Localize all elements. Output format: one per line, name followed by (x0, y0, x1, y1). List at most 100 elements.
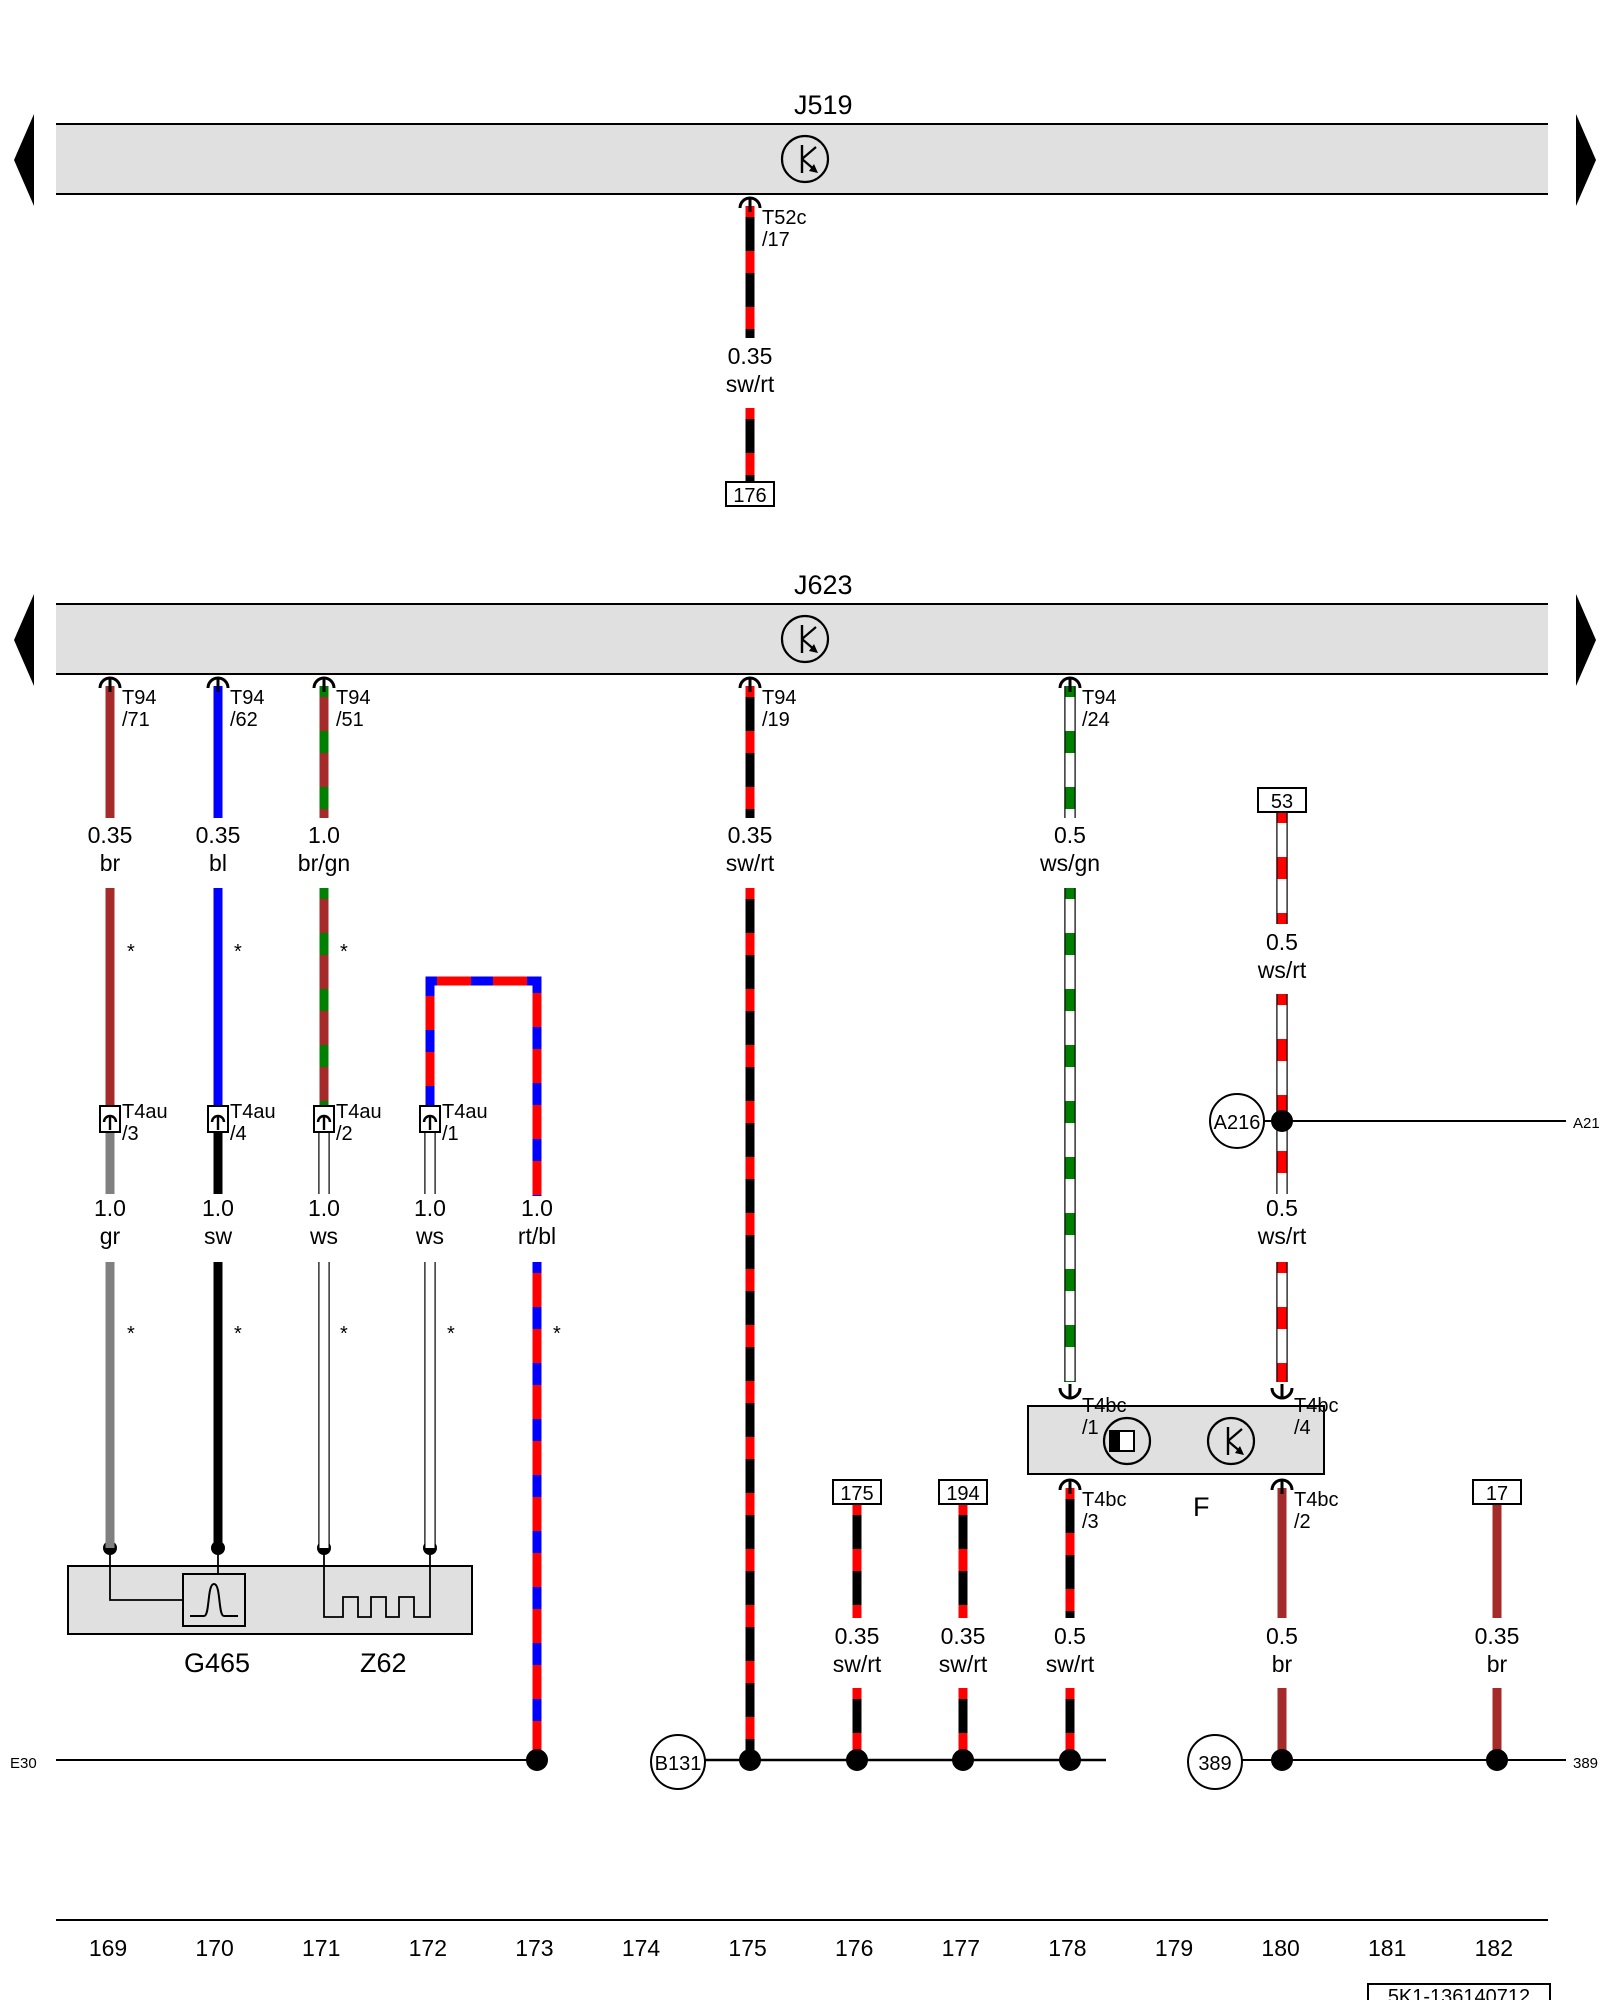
edge-label-e30: E30 (10, 1755, 37, 1772)
connector-name: T4bc (1082, 1489, 1126, 1511)
j519-label: J519 (794, 90, 853, 120)
connector-name: T94 (230, 687, 264, 709)
wire-color-label: ws (415, 1223, 444, 1249)
wire-color-label: sw/rt (1046, 1651, 1095, 1677)
asterisk-note: * (234, 1323, 242, 1345)
connector-name: T52c (762, 207, 806, 229)
f-component: F (1027, 1405, 1325, 1522)
connector-pin: /24 (1082, 709, 1110, 731)
wire-color-label: gr (100, 1223, 121, 1249)
wire-gauge-label: 0.5 (1054, 822, 1086, 848)
track-number: 169 (89, 1935, 127, 1961)
track-number: 181 (1368, 1935, 1406, 1961)
connector-name: T4au (122, 1101, 168, 1123)
reference-number: 176 (733, 485, 766, 507)
connector-t94-62: T94/62 (206, 676, 264, 731)
connector-name: T4au (230, 1101, 276, 1123)
wire-gauge-label: 1.0 (94, 1195, 126, 1221)
ground-lines (56, 1110, 1566, 1771)
connector-t4bc-4: T4bc/4 (1270, 1384, 1338, 1439)
wire-color-label: sw/rt (726, 850, 775, 876)
reference-box-53: 53 (1257, 787, 1307, 813)
wire-gauge-label: 1.0 (202, 1195, 234, 1221)
wire-color-label: ws/rt (1257, 957, 1307, 983)
reference-number: 175 (840, 1483, 873, 1505)
track-number: 176 (835, 1935, 873, 1961)
wire-gauge-label: 0.35 (835, 1623, 880, 1649)
splice-point (952, 1749, 974, 1771)
wire-color-label: ws (309, 1223, 338, 1249)
connector-t4au-1: T4au/1 (419, 1101, 488, 1145)
wire-gauge-label: 0.5 (1054, 1623, 1086, 1649)
connector-pin: /4 (1294, 1417, 1311, 1439)
document-id: 5K1-136140712 (1388, 1986, 1530, 2000)
wire-gauge-label: 0.35 (1475, 1623, 1520, 1649)
wire-gauge-label: 0.5 (1266, 1623, 1298, 1649)
edge-label-a216: A216 (1573, 1115, 1600, 1132)
wire-gauge-label: 0.35 (728, 343, 773, 369)
wire-gauge-label: 0.35 (88, 822, 133, 848)
track-number: 177 (942, 1935, 980, 1961)
wires-layer (105, 206, 1502, 1760)
connector-name: T94 (336, 687, 370, 709)
connector-pin: /2 (1294, 1511, 1311, 1533)
reference-box-17: 17 (1472, 1479, 1522, 1505)
z62-label: Z62 (360, 1648, 407, 1678)
connector-t52c: T52c/17 (738, 196, 806, 251)
splice-point (526, 1749, 548, 1771)
connector-t4au-3: T4au/3 (99, 1101, 168, 1145)
track-number: 179 (1155, 1935, 1193, 1961)
asterisk-note: * (553, 1323, 561, 1345)
wire-gauge-label: 0.35 (941, 1623, 986, 1649)
node-389: 389 (1187, 1734, 1243, 1790)
node-389-label: 389 (1198, 1753, 1231, 1775)
wire-gauge-label: 1.0 (308, 1195, 340, 1221)
f-label: F (1193, 1492, 1210, 1522)
connector-pin: /17 (762, 229, 790, 251)
connector-t4au-2: T4au/2 (313, 1101, 382, 1145)
connector-t4au-4: T4au/4 (207, 1101, 276, 1145)
asterisk-note: * (340, 941, 348, 963)
wire-color-label: br/gn (298, 850, 350, 876)
track-number: 182 (1475, 1935, 1513, 1961)
a216-node: A216 (1209, 1093, 1265, 1149)
track-number: 178 (1048, 1935, 1086, 1961)
wire-gauge-label: 1.0 (414, 1195, 446, 1221)
connector-pin: /3 (1082, 1511, 1099, 1533)
continue-left-arrow-icon (14, 114, 34, 206)
b131-node: B131 (650, 1734, 706, 1790)
wire-color-label: sw/rt (726, 371, 775, 397)
continue-right-arrow-icon (1576, 594, 1596, 686)
connector-t94-51: T94/51 (312, 676, 370, 731)
connector-pin: /62 (230, 709, 258, 731)
wire-color-label: rt/bl (518, 1223, 556, 1249)
connector-pin: /3 (122, 1123, 139, 1145)
connector-name: T4bc (1294, 1489, 1338, 1511)
reference-number: 53 (1271, 791, 1293, 813)
track-number: 170 (195, 1935, 233, 1961)
heater-element-icon (323, 1548, 431, 1618)
asterisk-note: * (127, 941, 135, 963)
connector-name: T94 (122, 687, 156, 709)
wire-color-label: sw/rt (939, 1651, 988, 1677)
track-number: 172 (409, 1935, 447, 1961)
connector-name: T4bc (1082, 1395, 1126, 1417)
connector-name: T4au (442, 1101, 488, 1123)
wire-color-label: sw/rt (833, 1651, 882, 1677)
document-id-box: 5K1-136140712 (1367, 1983, 1551, 2000)
track-number: 174 (622, 1935, 661, 1961)
connector-pin: /4 (230, 1123, 247, 1145)
connector-pin: /51 (336, 709, 364, 731)
b131-label: B131 (655, 1753, 702, 1775)
wire-gauge-label: 1.0 (521, 1195, 553, 1221)
a216-splice-point (1271, 1110, 1293, 1132)
g465-label: G465 (184, 1648, 250, 1678)
a216-label: A216 (1214, 1112, 1261, 1134)
connector-name: T94 (762, 687, 796, 709)
j623-module: J623 (14, 570, 1596, 686)
splice-point (1271, 1749, 1293, 1771)
track-number: 173 (515, 1935, 553, 1961)
edge-label-389: 389 (1573, 1755, 1598, 1772)
